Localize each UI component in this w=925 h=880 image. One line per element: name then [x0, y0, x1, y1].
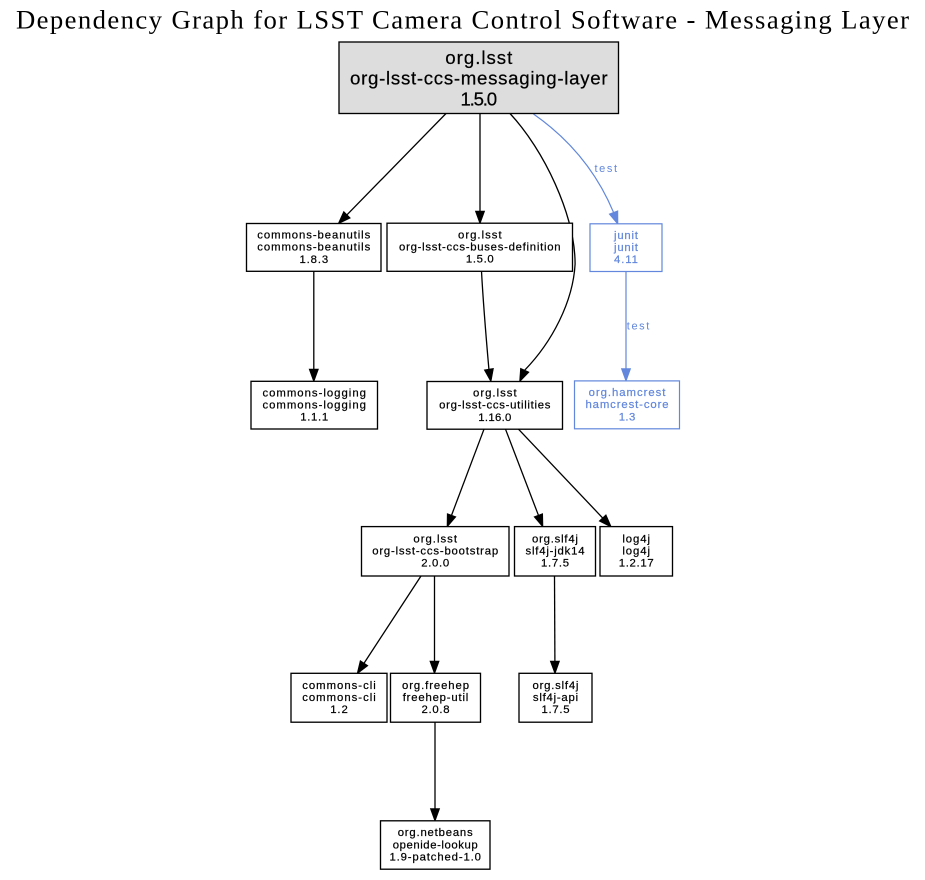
svg-text:junit: junit	[613, 230, 639, 242]
svg-text:openide-lookup: openide-lookup	[393, 839, 478, 851]
svg-text:org.freehep: org.freehep	[402, 680, 469, 692]
svg-text:Dependency Graph for LSST Came: Dependency Graph for LSST Camera Control…	[16, 5, 909, 35]
svg-text:org.lsst: org.lsst	[413, 534, 457, 546]
svg-text:1.3: 1.3	[619, 411, 636, 423]
svg-text:slf4j-jdk14: slf4j-jdk14	[526, 546, 585, 558]
svg-text:org-lsst-ccs-buses-definition: org-lsst-ccs-buses-definition	[399, 242, 561, 254]
svg-text:commons-logging: commons-logging	[262, 399, 366, 411]
svg-text:commons-cli: commons-cli	[302, 692, 376, 704]
svg-text:1.16.0: 1.16.0	[478, 412, 511, 424]
svg-text:org.lsst: org.lsst	[458, 229, 502, 241]
svg-text:commons-beanutils: commons-beanutils	[257, 242, 370, 254]
svg-text:org.slf4j: org.slf4j	[532, 534, 578, 546]
svg-text:2.0.0: 2.0.0	[421, 558, 449, 570]
svg-text:1.2.17: 1.2.17	[619, 558, 654, 570]
svg-text:slf4j-api: slf4j-api	[533, 692, 578, 704]
svg-text:1.9-patched-1.0: 1.9-patched-1.0	[389, 851, 481, 863]
svg-text:1.5.0: 1.5.0	[460, 88, 497, 109]
svg-text:4.11: 4.11	[614, 254, 638, 266]
svg-text:commons-cli: commons-cli	[302, 680, 376, 692]
svg-text:commons-logging: commons-logging	[262, 387, 366, 399]
svg-text:org-lsst-ccs-bootstrap: org-lsst-ccs-bootstrap	[372, 546, 498, 558]
svg-text:1.2: 1.2	[330, 704, 348, 716]
svg-text:1.7.5: 1.7.5	[542, 704, 570, 716]
svg-text:2.0.8: 2.0.8	[422, 704, 450, 716]
svg-text:commons-beanutils: commons-beanutils	[257, 230, 370, 242]
svg-text:1.7.5: 1.7.5	[541, 558, 569, 570]
svg-text:log4j: log4j	[622, 534, 650, 546]
svg-text:1.5.0: 1.5.0	[466, 254, 494, 266]
svg-text:log4j: log4j	[622, 546, 650, 558]
svg-text:junit: junit	[613, 242, 639, 254]
svg-text:hamcrest-core: hamcrest-core	[585, 399, 668, 411]
svg-text:org.lsst: org.lsst	[445, 47, 513, 68]
svg-text:org.netbeans: org.netbeans	[398, 827, 473, 839]
svg-text:org-lsst-ccs-utilities: org-lsst-ccs-utilities	[439, 400, 551, 412]
svg-text:1.1.1: 1.1.1	[300, 412, 328, 424]
svg-text:org-lsst-ccs-messaging-layer: org-lsst-ccs-messaging-layer	[350, 68, 608, 89]
svg-text:org.lsst: org.lsst	[473, 388, 517, 400]
svg-text:freehep-util: freehep-util	[403, 692, 469, 704]
svg-text:org.hamcrest: org.hamcrest	[589, 387, 667, 399]
svg-text:org.slf4j: org.slf4j	[533, 680, 579, 692]
svg-text:1.8.3: 1.8.3	[299, 254, 328, 266]
